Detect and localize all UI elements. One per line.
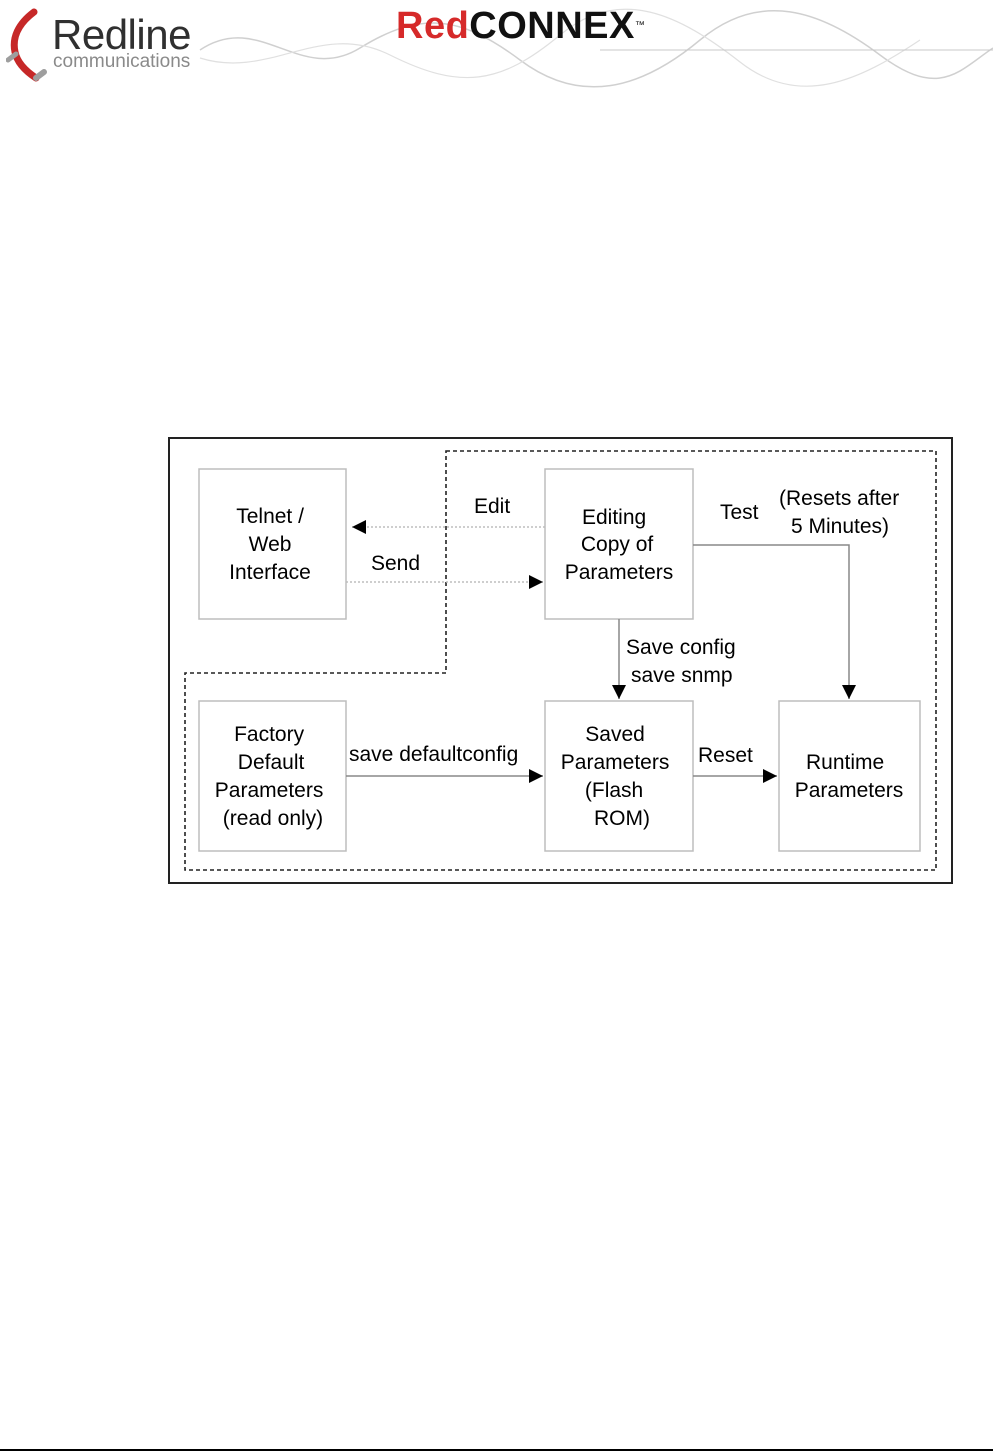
edge-save-config-label: Save config save snmp — [626, 636, 742, 687]
footer-rule — [0, 1449, 993, 1451]
edge-send-label: Send — [371, 552, 420, 575]
edge-test-label: Test — [720, 501, 759, 524]
edge-reset-label: Reset — [698, 744, 753, 767]
edge-test-note: (Resets after 5 Minutes) — [779, 487, 905, 538]
edge-edit-label: Edit — [474, 495, 510, 518]
edge-save-defaultconfig-label: save defaultconfig — [349, 743, 518, 766]
node-runtime-parameters — [779, 701, 920, 851]
